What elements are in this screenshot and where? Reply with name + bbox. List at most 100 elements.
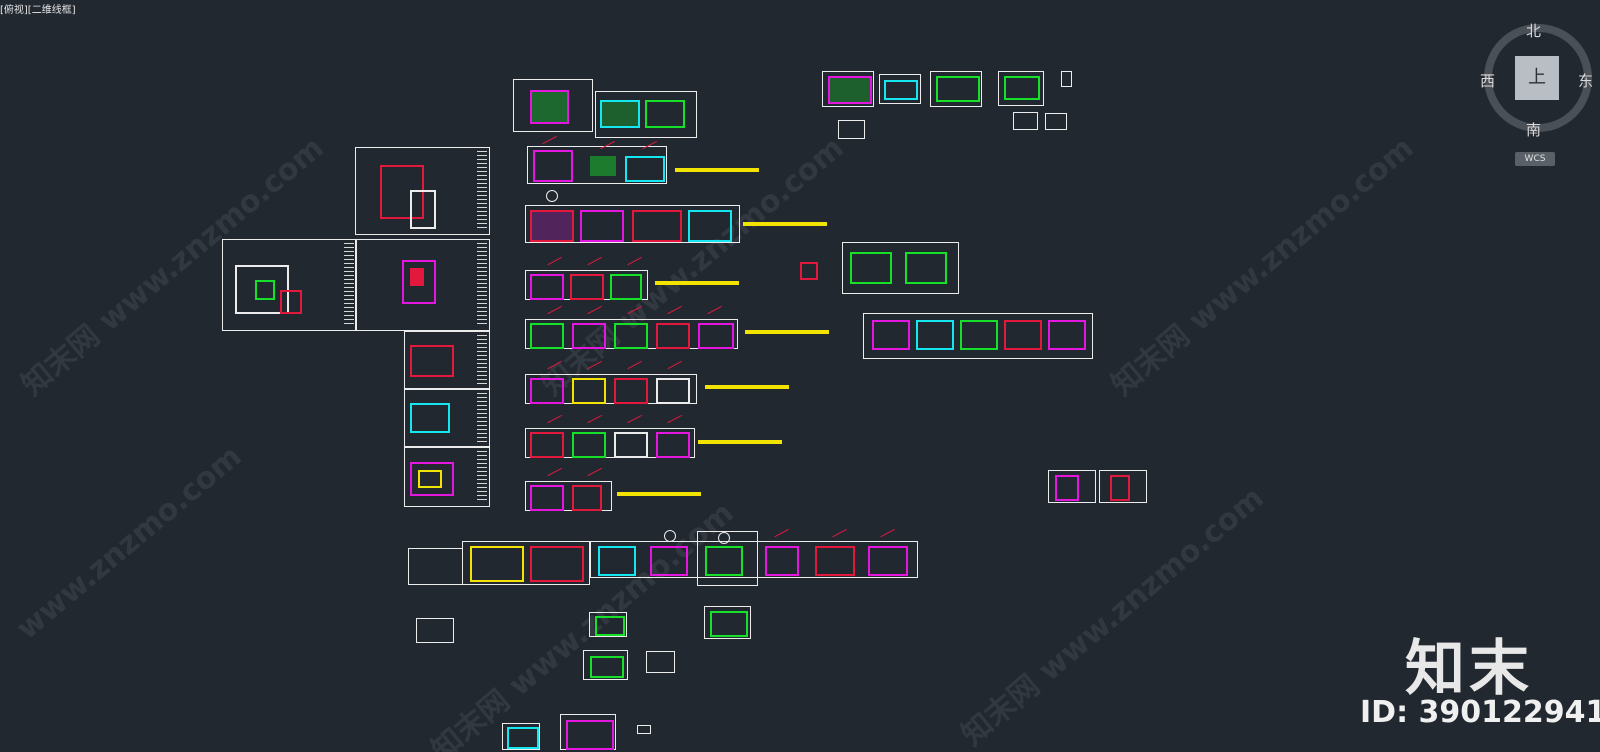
view-cube-top-face[interactable]: 上 bbox=[1515, 56, 1559, 100]
ceiling-plan-sheet[interactable] bbox=[590, 541, 918, 578]
plan-wall bbox=[235, 265, 289, 314]
elevation-sheet[interactable] bbox=[595, 91, 697, 138]
detail-sheet[interactable] bbox=[998, 71, 1044, 106]
elevation-drawing bbox=[872, 320, 910, 350]
elevation-strip[interactable] bbox=[525, 374, 697, 404]
elevation-drawing bbox=[572, 432, 606, 458]
detail-sheet[interactable] bbox=[637, 725, 651, 734]
elevation-drawing bbox=[656, 432, 690, 458]
revision-mark bbox=[544, 250, 562, 266]
elevation-drawing bbox=[614, 323, 648, 349]
detail-sheet[interactable] bbox=[1061, 71, 1072, 87]
detail-drawing bbox=[1110, 475, 1130, 501]
detail-sheet[interactable] bbox=[589, 612, 627, 637]
section-marker bbox=[718, 532, 730, 544]
ceiling-plan-sheet[interactable] bbox=[462, 541, 590, 585]
elevation-drawing bbox=[1048, 320, 1086, 350]
ceiling-drawing bbox=[705, 546, 743, 576]
plan-wall bbox=[410, 190, 436, 229]
detail-sheet[interactable] bbox=[838, 120, 865, 139]
detail-drawing bbox=[884, 80, 918, 100]
detail-sheet[interactable] bbox=[704, 606, 751, 639]
revision-mark bbox=[664, 354, 682, 370]
elevation-strip[interactable] bbox=[525, 205, 740, 243]
detail-sheet[interactable] bbox=[1099, 470, 1147, 503]
ceiling-drawing bbox=[470, 546, 524, 582]
detail-sheet[interactable] bbox=[1045, 113, 1067, 130]
revision-mark bbox=[829, 522, 847, 538]
elevation-drawing bbox=[572, 485, 602, 511]
detail-sheet[interactable] bbox=[842, 242, 959, 294]
revision-mark bbox=[624, 408, 642, 424]
detail-sheet[interactable] bbox=[416, 618, 454, 643]
compass-west[interactable]: 西 bbox=[1480, 72, 1496, 90]
highlight-bar bbox=[745, 330, 829, 334]
watermark-logo: 知末 bbox=[1405, 634, 1533, 704]
compass-north[interactable]: 北 bbox=[1526, 22, 1542, 40]
detail-drawing bbox=[507, 727, 539, 749]
floor-plan-sheet[interactable] bbox=[404, 389, 490, 447]
elevation-drawing bbox=[656, 323, 690, 349]
ceiling-plan-sheet[interactable] bbox=[697, 531, 758, 586]
detail-drawing bbox=[850, 252, 892, 284]
detail-drawing bbox=[566, 720, 614, 750]
elevation-strip[interactable] bbox=[525, 428, 695, 458]
detail-drawing bbox=[595, 616, 625, 636]
view-cube[interactable]: 上 北 南 西 东 WCS bbox=[1478, 12, 1598, 166]
detail-drawing bbox=[800, 262, 818, 280]
elevation-drawing bbox=[530, 90, 569, 124]
compass-ring[interactable] bbox=[1484, 24, 1592, 132]
elevation-strip[interactable] bbox=[863, 313, 1093, 359]
elevation-drawing bbox=[645, 100, 685, 128]
watermark-text: 知末网 www.znzmo.com bbox=[955, 480, 1271, 752]
elevation-sheet[interactable] bbox=[513, 79, 593, 132]
detail-sheet[interactable] bbox=[502, 723, 540, 750]
elevation-strip[interactable] bbox=[527, 146, 667, 184]
elevation-strip[interactable] bbox=[525, 481, 612, 511]
detail-drawing bbox=[905, 252, 947, 284]
floor-plan-sheet[interactable] bbox=[355, 239, 490, 331]
plan-wall bbox=[410, 268, 424, 286]
floor-plan-sheet[interactable] bbox=[404, 447, 490, 507]
ceiling-drawing bbox=[530, 546, 584, 582]
elevation-drawing bbox=[614, 378, 648, 404]
revision-mark bbox=[544, 408, 562, 424]
elevation-drawing bbox=[530, 432, 564, 458]
elevation-drawing bbox=[960, 320, 998, 350]
detail-sheet[interactable] bbox=[583, 650, 628, 680]
watermark-text: 知末网 www.znzmo.com bbox=[1105, 130, 1421, 403]
compass-south[interactable]: 南 bbox=[1526, 121, 1542, 139]
detail-sheet[interactable] bbox=[879, 74, 921, 104]
elevation-drawing bbox=[632, 210, 682, 242]
elevation-drawing bbox=[614, 432, 648, 458]
revision-mark bbox=[664, 408, 682, 424]
detail-drawing bbox=[936, 76, 980, 102]
ceiling-drawing bbox=[815, 546, 855, 576]
elevation-drawing bbox=[600, 100, 640, 128]
elevation-drawing bbox=[610, 274, 642, 300]
plan-wall bbox=[402, 260, 436, 304]
detail-sheet[interactable] bbox=[646, 651, 675, 673]
compass-east[interactable]: 东 bbox=[1578, 72, 1594, 90]
elevation-drawing bbox=[688, 210, 732, 242]
wcs-button[interactable]: WCS bbox=[1515, 152, 1555, 166]
revision-mark bbox=[544, 461, 562, 477]
floor-plan-sheet[interactable] bbox=[355, 147, 490, 235]
section-marker bbox=[546, 190, 558, 202]
floor-plan-sheet[interactable] bbox=[222, 239, 357, 331]
detail-sheet[interactable] bbox=[1013, 112, 1038, 130]
ceiling-plan-sheet[interactable] bbox=[408, 548, 463, 585]
revision-mark bbox=[877, 522, 895, 538]
revision-mark bbox=[624, 354, 642, 370]
watermark-text: 知末网 www.znzmo.com bbox=[425, 495, 741, 752]
detail-sheet[interactable] bbox=[1048, 470, 1096, 503]
plan-wall bbox=[280, 290, 302, 314]
floor-plan-sheet[interactable] bbox=[404, 331, 490, 389]
ceiling-drawing bbox=[650, 546, 688, 576]
detail-sheet[interactable] bbox=[822, 71, 874, 107]
plan-wall bbox=[410, 462, 454, 496]
view-label[interactable]: [俯视][二维线框] bbox=[0, 5, 76, 16]
revision-mark bbox=[584, 250, 602, 266]
detail-sheet[interactable] bbox=[930, 71, 982, 107]
